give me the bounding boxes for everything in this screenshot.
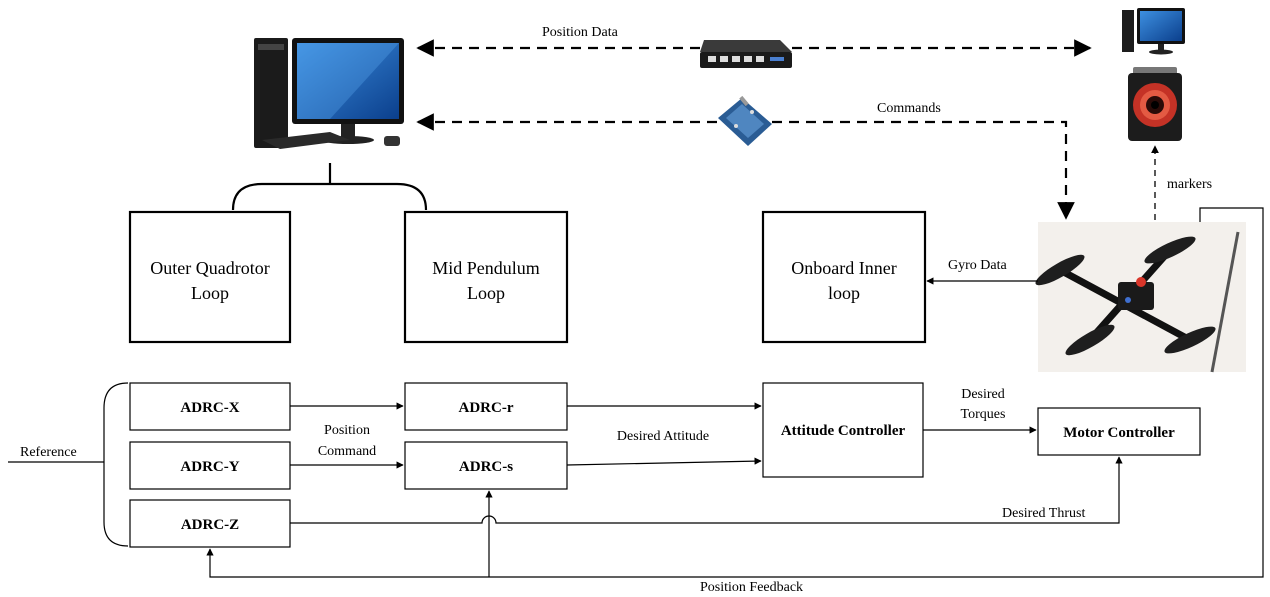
mid-loop-label-line1: Mid Pendulum <box>432 258 540 278</box>
adrc-s-label: ADRC-s <box>459 459 513 475</box>
motor-controller-label: Motor Controller <box>1063 425 1175 441</box>
wireless-module-icon <box>718 95 772 146</box>
desired-thrust-label: Desired Thrust <box>1002 506 1085 521</box>
outer-loop-label-line1: Outer Quadrotor <box>150 258 269 278</box>
position-feedback-label: Position Feedback <box>700 580 803 595</box>
adrc-z-label: ADRC-Z <box>181 517 239 533</box>
outer-quadrotor-loop-box: Outer Quadrotor Loop <box>128 210 292 344</box>
reference-brace <box>103 382 129 547</box>
reference-label: Reference <box>20 445 77 460</box>
adrc-x-box: ADRC-X <box>129 382 291 431</box>
mid-loop-label-line2: Loop <box>467 283 505 303</box>
motor-controller-box: Motor Controller <box>1037 407 1201 456</box>
inner-loop-label-line2: loop <box>828 283 860 303</box>
commands-link <box>416 113 1075 220</box>
adrc-r-label: ADRC-r <box>459 400 514 416</box>
commands-label: Commands <box>877 101 941 116</box>
gyro-data-label: Gyro Data <box>948 258 1007 273</box>
position-command-label-line1: Position <box>324 423 370 438</box>
desktop-computer-icon <box>254 38 404 149</box>
desired-attitude-label: Desired Attitude <box>617 429 709 444</box>
inner-loop-label-line1: Onboard Inner <box>791 258 896 278</box>
position-command-label-line2: Command <box>318 444 376 459</box>
desired-thrust-arrow <box>290 456 1123 524</box>
position-data-label: Position Data <box>542 25 619 40</box>
adrc-y-box: ADRC-Y <box>129 441 291 490</box>
outer-loop-label-line2: Loop <box>191 283 229 303</box>
adrc-s-box: ADRC-s <box>404 441 568 490</box>
attitude-controller-label: Attitude Controller <box>781 423 906 439</box>
adrc-r-box: ADRC-r <box>404 382 568 431</box>
adrc-x-label: ADRC-X <box>180 400 239 416</box>
quadrotor-photo-icon <box>1035 222 1246 373</box>
adrc-y-label: ADRC-Y <box>180 459 239 475</box>
small-desktop-icon <box>1122 8 1185 55</box>
position-feedback-line <box>206 207 1264 578</box>
computer-brace <box>231 163 428 211</box>
mid-pendulum-loop-box: Mid Pendulum Loop <box>403 210 569 344</box>
onboard-inner-loop-box: Onboard Inner loop <box>761 210 927 344</box>
s-to-attitude-arrow <box>566 457 762 466</box>
motion-capture-camera-icon <box>1128 67 1182 141</box>
desired-torques-label-line1: Desired <box>961 387 1005 402</box>
desired-torques-label-line2: Torques <box>961 407 1006 422</box>
attitude-controller-box: Attitude Controller <box>762 382 924 478</box>
markers-label: markers <box>1167 177 1212 192</box>
network-switch-icon <box>700 40 792 68</box>
adrc-z-box: ADRC-Z <box>129 499 291 548</box>
